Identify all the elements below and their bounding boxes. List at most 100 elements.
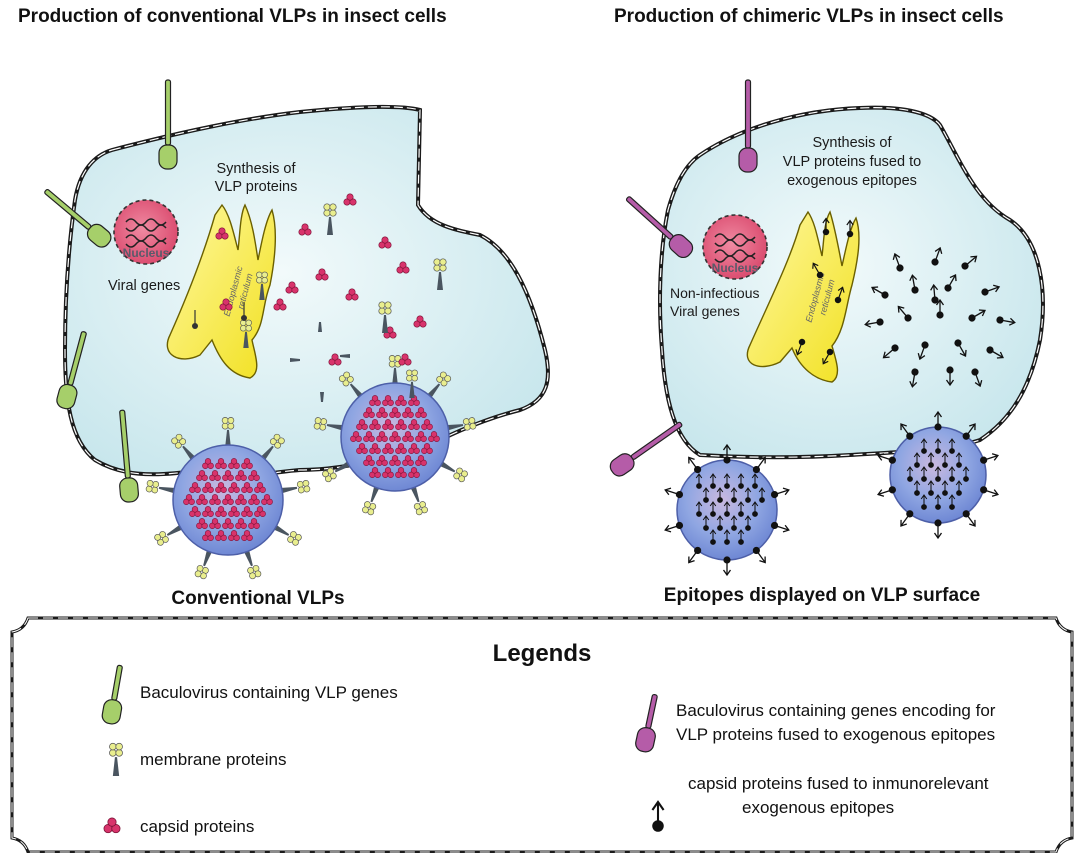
capsid-protein-icon (328, 353, 342, 366)
fused-capsid-epitope-icon (795, 338, 806, 356)
green-baculovirus-icon (101, 664, 123, 725)
legend-item-capsid-proteins: capsid proteins (140, 817, 254, 836)
capsid-protein-icon (369, 419, 381, 430)
conventional-vlp-particle (313, 355, 477, 516)
capsid-protein-icon (202, 458, 214, 469)
capsid-protein-icon (389, 407, 401, 418)
fused-capsid-epitope-icon (935, 298, 945, 319)
fused-capsid-epitope-icon (931, 246, 943, 266)
capsid-protein-icon (254, 482, 266, 493)
capsid-protein-icon (228, 506, 240, 517)
capsid-protein-icon (241, 506, 253, 517)
fused-capsid-epitope-icon (871, 286, 889, 299)
capsid-protein-icon (215, 482, 227, 493)
membrane-protein-icon (320, 392, 324, 402)
chimeric-vlp-particle (877, 410, 999, 540)
legend-title: Legends (493, 640, 592, 667)
legend-item-purple-baculovirus-line1: Baculovirus containing genes encoding fo… (676, 701, 996, 720)
fused-capsid-epitope-icon (948, 494, 956, 510)
right-nucleus: Nucleus (702, 214, 768, 280)
legend-item-green-baculovirus: Baculovirus containing VLP genes (140, 683, 398, 702)
capsid-protein-icon (196, 494, 208, 505)
dna-icon (714, 233, 756, 241)
fused-capsid-epitope-icon (664, 521, 684, 533)
fused-capsid-epitope-icon (822, 348, 834, 365)
capsid-protein-icon (428, 431, 440, 442)
membrane-protein-icon (406, 369, 418, 398)
membrane-protein-icon (241, 302, 247, 321)
capsid-protein-icon (298, 223, 312, 236)
capsid-protein-icon (395, 419, 407, 430)
fused-capsid-epitope-icon (933, 519, 943, 540)
fused-capsid-epitope-icon (730, 515, 738, 531)
fused-capsid-epitope-icon (906, 466, 914, 482)
capsid-protein-icon (215, 506, 227, 517)
capsid-protein-icon (382, 395, 394, 406)
capsid-protein-icon (222, 518, 234, 529)
fused-capsid-epitope-icon (941, 452, 949, 468)
membrane-protein-icon (378, 301, 392, 333)
fused-capsid-epitope-icon (897, 305, 912, 322)
capsid-protein-icon (222, 494, 234, 505)
left-caption: Conventional VLPs (171, 588, 344, 609)
capsid-protein-icon (248, 518, 260, 529)
legend-item-fused-capsid-line1: capsid proteins fused to inmunorelevant (688, 774, 989, 793)
right-endoplasmic-reticulum: Endoplasmic reticulum (746, 210, 860, 383)
fused-capsid-epitope-icon (900, 423, 914, 440)
fused-capsid-epitope-icon (752, 546, 766, 564)
fused-capsid-epitope-icon (882, 344, 899, 359)
capsid-protein-icon (382, 443, 394, 454)
capsid-protein-icon (345, 288, 359, 301)
fused-capsid-epitope-icon (892, 252, 904, 272)
fused-capsid-epitope-icon (846, 219, 854, 238)
capsid-protein-icon (415, 431, 427, 442)
capsid-protein-icon (356, 419, 368, 430)
left-green-baculoviruses (44, 79, 178, 503)
capsid-protein-icon (209, 494, 221, 505)
capsid-protein-icon (378, 236, 392, 249)
capsid-protein-icon (235, 470, 247, 481)
capsid-protein-icon (215, 458, 227, 469)
legend-icons (101, 664, 665, 834)
fused-capsid-epitope-icon (913, 480, 921, 496)
capsid-protein-icon (396, 261, 410, 274)
fused-capsid-epitope-icon (709, 501, 717, 517)
left-synthesis-label-line1: Synthesis of (217, 161, 297, 177)
fused-capsid-epitope-icon (864, 318, 884, 328)
capsid-protein-icon (398, 353, 412, 366)
fused-capsid-epitope-icon (962, 466, 970, 482)
left-nucleus: Nucleus (113, 199, 179, 265)
legend-item-membrane-proteins: membrane proteins (140, 750, 286, 769)
right-nucleus-label: Nucleus (712, 261, 759, 275)
fused-capsid-epitope-icon (716, 515, 724, 531)
capsid-protein-icon (376, 407, 388, 418)
green-baculovirus-icon (119, 409, 139, 503)
capsid-protein-icon (315, 268, 329, 281)
fused-capsid-epitope-icon (927, 480, 935, 496)
purple-baculovirus-icon (609, 421, 683, 477)
capsid-protein-icon (222, 470, 234, 481)
membrane-protein-icon (290, 358, 300, 362)
conventional-vlp-particle (145, 417, 311, 580)
fused-capsid-epitope-icon (900, 510, 914, 527)
capsid-protein-icon (219, 298, 233, 311)
fused-capsid-epitope-icon (954, 339, 967, 357)
right-synthesis-label-line3: exogenous epitopes (787, 173, 917, 189)
right-caption: Epitopes displayed on VLP surface (664, 585, 980, 606)
capsid-protein-icon (228, 482, 240, 493)
capsid-protein-icon (382, 467, 394, 478)
capsid-protein-icon (356, 443, 368, 454)
fused-capsid-epitope-icon (920, 466, 928, 482)
fused-capsid-epitope-icon (930, 283, 939, 304)
fused-capsid-epitope-icon (962, 510, 976, 527)
membrane-protein-icon (221, 417, 235, 447)
left-cytoplasm-proteins (192, 193, 447, 402)
fused-capsid-epitope-icon (948, 438, 956, 454)
fused-capsid-epitope-icon (716, 487, 724, 503)
capsid-protein-icon (215, 227, 229, 240)
fused-capsid-epitope-icon (744, 487, 752, 503)
capsid-protein-icon (376, 431, 388, 442)
fused-capsid-epitope-icon (955, 452, 963, 468)
fused-capsid-epitope-icon (758, 487, 766, 503)
